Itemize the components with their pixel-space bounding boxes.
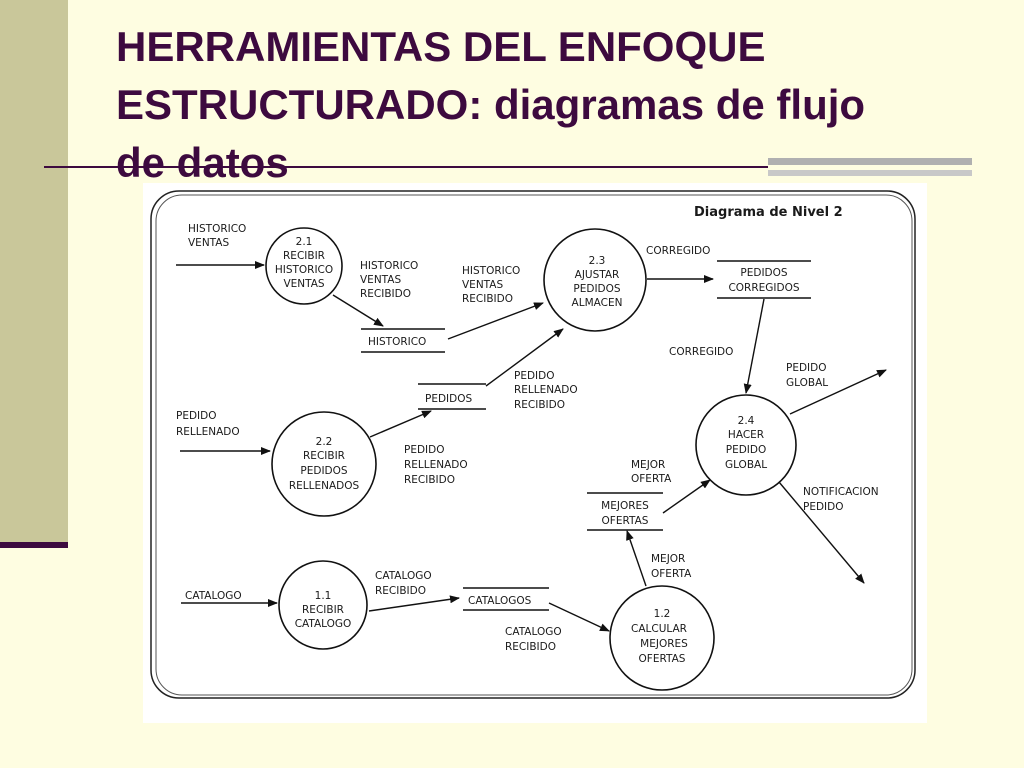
- flow-hv-line1: HISTORICO: [188, 223, 246, 235]
- process-2-3-line3: ALMACEN: [572, 297, 623, 309]
- arrow-mejores-to-2-4: [662, 479, 711, 514]
- process-1-2-line1: CALCULAR: [631, 623, 687, 635]
- process-2-2-line2: PEDIDOS: [300, 465, 347, 477]
- flow-prr2-line1: PEDIDO: [404, 444, 445, 456]
- process-2-1-line2: HISTORICO: [275, 264, 333, 276]
- flow-hvr1-line2: VENTAS: [360, 274, 401, 286]
- flow-cr2-line2: RECIBIDO: [505, 641, 556, 653]
- title-line-3: de datos: [116, 139, 289, 186]
- store-historico-label: HISTORICO: [368, 336, 426, 348]
- process-2-4-number: 2.4: [738, 415, 755, 427]
- arrow-historico-to-2-3: [447, 302, 544, 340]
- flow-hvr2-line1: HISTORICO: [462, 265, 520, 277]
- store-mejores-line2: OFERTAS: [602, 515, 649, 527]
- process-2-3-number: 2.3: [589, 255, 606, 267]
- flow-pr-line1: PEDIDO: [176, 410, 217, 422]
- store-pedidos-corregidos: PEDIDOS CORREGIDOS: [717, 260, 811, 299]
- flow-cr2-line1: CATALOGO: [505, 626, 562, 638]
- store-catalogos-label: CATALOGOS: [468, 595, 532, 607]
- process-1-1: [278, 560, 368, 650]
- process-1-1-line1: RECIBIR: [302, 604, 344, 616]
- arrow-1-1-to-catalogos: [368, 595, 460, 612]
- store-pedidos-label: PEDIDOS: [425, 393, 472, 405]
- flow-pr-line2: RELLENADO: [176, 426, 240, 438]
- flow-mo1-line2: OFERTA: [631, 473, 672, 485]
- flow-prr1-line1: PEDIDO: [514, 370, 555, 382]
- title-line-2: ESTRUCTURADO: diagramas de flujo: [116, 81, 866, 128]
- process-2-1: [265, 227, 343, 305]
- flow-mo2-line1: MEJOR: [651, 553, 685, 565]
- process-2-1-line3: VENTAS: [283, 278, 324, 290]
- dfd-diagram-image: Diagrama de Nivel 2 2.1 RECIBIR HISTORIC…: [143, 183, 927, 723]
- left-accent-bar-base: [0, 542, 68, 548]
- flow-hvr2-line2: VENTAS: [462, 279, 503, 291]
- process-2-2-line1: RECIBIR: [303, 450, 345, 462]
- process-2-4-line2: PEDIDO: [726, 444, 767, 456]
- store-corregidos-line1: PEDIDOS: [740, 267, 787, 279]
- process-2-3-line2: PEDIDOS: [573, 283, 620, 295]
- flow-notif-line1: NOTIFICACION: [803, 486, 879, 498]
- process-2-3: [543, 228, 647, 332]
- slide-title: HERRAMIENTAS DEL ENFOQUE ESTRUCTURADO: d…: [116, 18, 976, 192]
- store-pedidos: PEDIDOS: [418, 383, 486, 410]
- flow-prr2-line2: RELLENADO: [404, 459, 468, 471]
- arrow-catalogos-to-1-2: [548, 602, 610, 632]
- flow-pg-line1: PEDIDO: [786, 362, 827, 374]
- store-corregidos-line2: CORREGIDOS: [728, 282, 799, 294]
- arrow-pedidos-to-2-3: [485, 328, 564, 387]
- flow-prr1-line2: RELLENADO: [514, 384, 578, 396]
- flow-hvr2-line3: RECIBIDO: [462, 293, 513, 305]
- process-1-1-line2: CATALOGO: [295, 618, 352, 630]
- arrow-notificacion-pedido: [778, 481, 865, 584]
- store-mejores-line1: MEJORES: [601, 500, 649, 512]
- dfd-diagram-svg: Diagrama de Nivel 2 2.1 RECIBIR HISTORIC…: [150, 190, 916, 699]
- process-1-2-line2: MEJORES: [640, 638, 688, 650]
- process-2-4-line3: GLOBAL: [725, 459, 767, 471]
- flow-prr1-line3: RECIBIDO: [514, 399, 565, 411]
- flow-notif-line2: PEDIDO: [803, 501, 844, 513]
- title-line-1: HERRAMIENTAS DEL ENFOQUE: [116, 23, 766, 70]
- process-2-4: [695, 394, 797, 496]
- flow-pg-line2: GLOBAL: [786, 377, 828, 389]
- flow-cr1-line1: CATALOGO: [375, 570, 432, 582]
- process-2-4-line1: HACER: [728, 429, 764, 441]
- process-2-2: [271, 411, 377, 517]
- flow-corregido-1: CORREGIDO: [646, 245, 710, 257]
- flow-hvr1-line3: RECIBIDO: [360, 288, 411, 300]
- process-1-1-number: 1.1: [315, 590, 332, 602]
- process-2-2-number: 2.2: [316, 436, 333, 448]
- title-underline: [44, 166, 768, 168]
- flow-cr1-line2: RECIBIDO: [375, 585, 426, 597]
- store-catalogos: CATALOGOS: [463, 587, 549, 611]
- flow-hvr1-line1: HISTORICO: [360, 260, 418, 272]
- flow-arrows: [176, 261, 887, 632]
- process-2-1-number: 2.1: [296, 236, 313, 248]
- flow-catalogo: CATALOGO: [185, 590, 242, 602]
- arrow-pedido-global: [789, 369, 887, 415]
- arrow-1-2-to-mejores: [626, 530, 647, 587]
- process-1-2-number: 1.2: [654, 608, 671, 620]
- flow-mo2-line2: OFERTA: [651, 568, 692, 580]
- flow-hv-line2: VENTAS: [188, 237, 229, 249]
- flow-prr2-line3: RECIBIDO: [404, 474, 455, 486]
- flow-corregido-2: CORREGIDO: [669, 346, 733, 358]
- process-2-3-line1: AJUSTAR: [575, 269, 620, 281]
- diagram-heading: Diagrama de Nivel 2: [694, 205, 843, 220]
- process-1-2: [609, 585, 715, 691]
- process-2-2-line3: RELLENADOS: [289, 480, 360, 492]
- flow-mo1-line1: MEJOR: [631, 459, 665, 471]
- arrow-2-2-to-pedidos: [369, 410, 432, 438]
- store-historico: HISTORICO: [361, 328, 445, 353]
- process-1-2-line3: OFERTAS: [639, 653, 686, 665]
- store-mejores-ofertas: MEJORES OFERTAS: [587, 492, 663, 531]
- title-underline-grey-bars: [768, 158, 972, 178]
- diagram-frame-inner: [155, 194, 913, 696]
- process-2-1-line1: RECIBIR: [283, 250, 325, 262]
- left-accent-bar: [0, 0, 68, 548]
- diagram-frame: [150, 190, 916, 699]
- arrow-to-historico: [332, 294, 384, 327]
- arrow-corregidos-to-2-4: [743, 298, 765, 394]
